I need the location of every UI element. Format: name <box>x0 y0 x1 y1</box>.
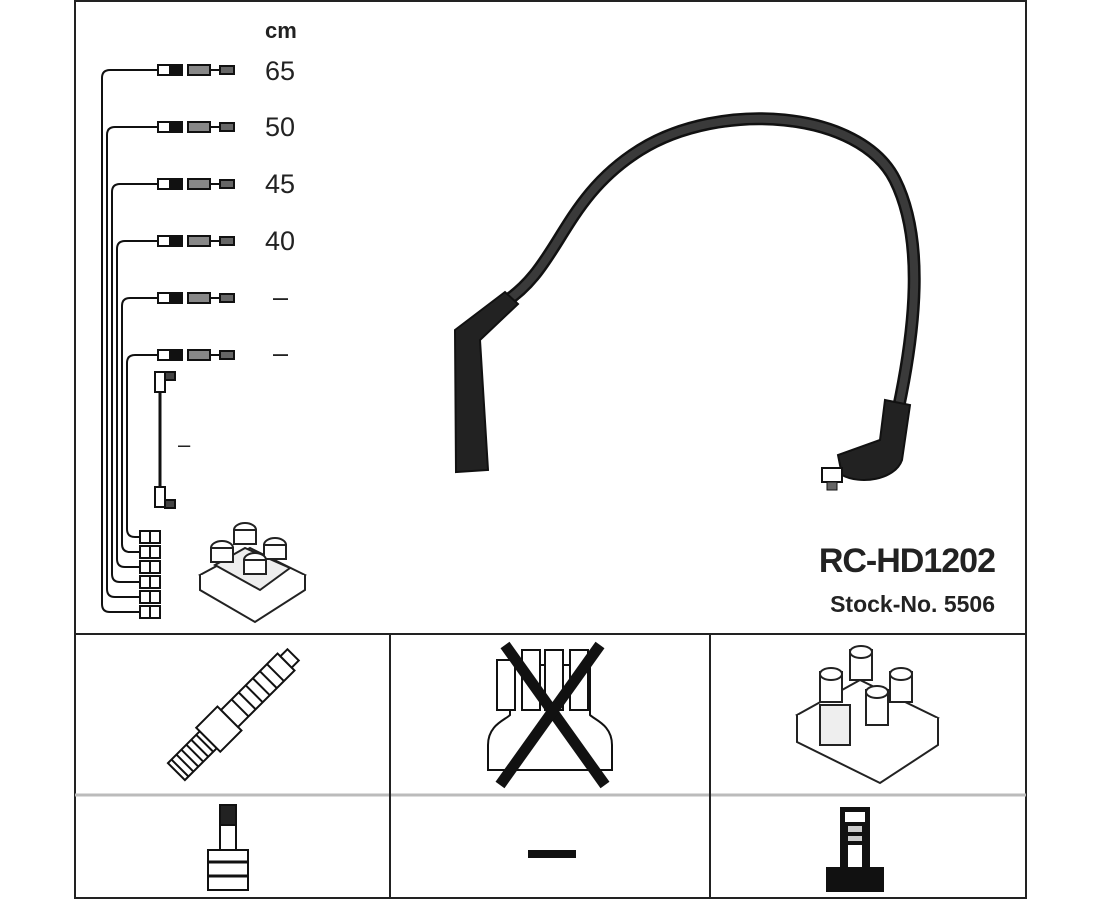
cable-pin-tip <box>219 293 235 303</box>
distributor-cap-excluded-icon <box>487 641 613 789</box>
coil-end-boot <box>149 575 161 589</box>
cable-length-5: – <box>273 282 288 312</box>
cable-pin-tip <box>219 350 235 360</box>
cable-boot <box>169 64 183 76</box>
cable-wire <box>101 69 158 613</box>
cable-boot-sleeve <box>187 178 211 190</box>
coil-lead-length: – <box>178 432 191 457</box>
cable-wire <box>106 126 158 598</box>
cable-terminal <box>157 292 171 304</box>
coil-connector-icon <box>826 807 884 892</box>
cable-length-1: 65 <box>265 56 295 86</box>
cable-boot-sleeve <box>187 349 211 361</box>
cable-wire <box>121 297 158 553</box>
cable-length-3: 45 <box>265 169 295 199</box>
cable-terminal <box>157 64 171 76</box>
cable-length-6: – <box>273 338 288 368</box>
small-ignition-coil-icon <box>198 522 307 624</box>
coil-end-terminal <box>139 605 151 619</box>
coil-end-terminal <box>139 545 151 559</box>
coil-end-boot <box>149 590 161 604</box>
stock-number: Stock-No. 5506 <box>830 591 995 617</box>
distributor-connector-none-icon <box>528 850 576 858</box>
cable-wire <box>111 183 158 583</box>
cable-schematic <box>101 64 235 619</box>
cable-boot <box>169 121 183 133</box>
cable-wire <box>116 240 158 568</box>
cable-terminal <box>157 178 171 190</box>
cable-terminal <box>157 121 171 133</box>
unit-label: cm <box>265 18 297 43</box>
coil-end-boot <box>149 530 161 544</box>
cable-boot-sleeve <box>187 64 211 76</box>
cable-pin-tip <box>219 122 235 132</box>
cable-pin-tip <box>219 236 235 246</box>
coil-end-terminal <box>139 590 151 604</box>
spark-plug-icon <box>166 647 301 782</box>
cable-wire <box>126 354 158 538</box>
cable-pin-tip <box>219 179 235 189</box>
cable-length-4: 40 <box>265 226 295 256</box>
cable-boot-sleeve <box>187 121 211 133</box>
coil-end-terminal <box>139 530 151 544</box>
cable-boot <box>169 178 183 190</box>
coil-end-boot <box>149 560 161 574</box>
cable-pin-tip <box>219 65 235 75</box>
coil-end-boot <box>149 605 161 619</box>
coil-end-terminal <box>139 575 151 589</box>
cable-length-labels: 65 50 45 40 – – – <box>178 56 295 457</box>
cable-boot-sleeve <box>187 235 211 247</box>
ignition-cable-drawing <box>453 112 921 491</box>
cable-terminal <box>157 235 171 247</box>
ignition-coil-icon <box>795 645 940 785</box>
coil-end-terminal <box>139 560 151 574</box>
cable-terminal <box>157 349 171 361</box>
coil-lead-icon <box>154 371 176 509</box>
product-code: RC-HD1202 <box>819 542 995 580</box>
cable-boot <box>169 349 183 361</box>
coil-end-boot <box>149 545 161 559</box>
cable-boot <box>169 235 183 247</box>
frame <box>74 0 1027 899</box>
cable-boot-sleeve <box>187 292 211 304</box>
spark-plug-connector-type: – <box>552 891 553 893</box>
cable-length-2: 50 <box>265 112 295 142</box>
cable-boot <box>169 292 183 304</box>
spark-plug-connector-icon <box>207 804 249 891</box>
